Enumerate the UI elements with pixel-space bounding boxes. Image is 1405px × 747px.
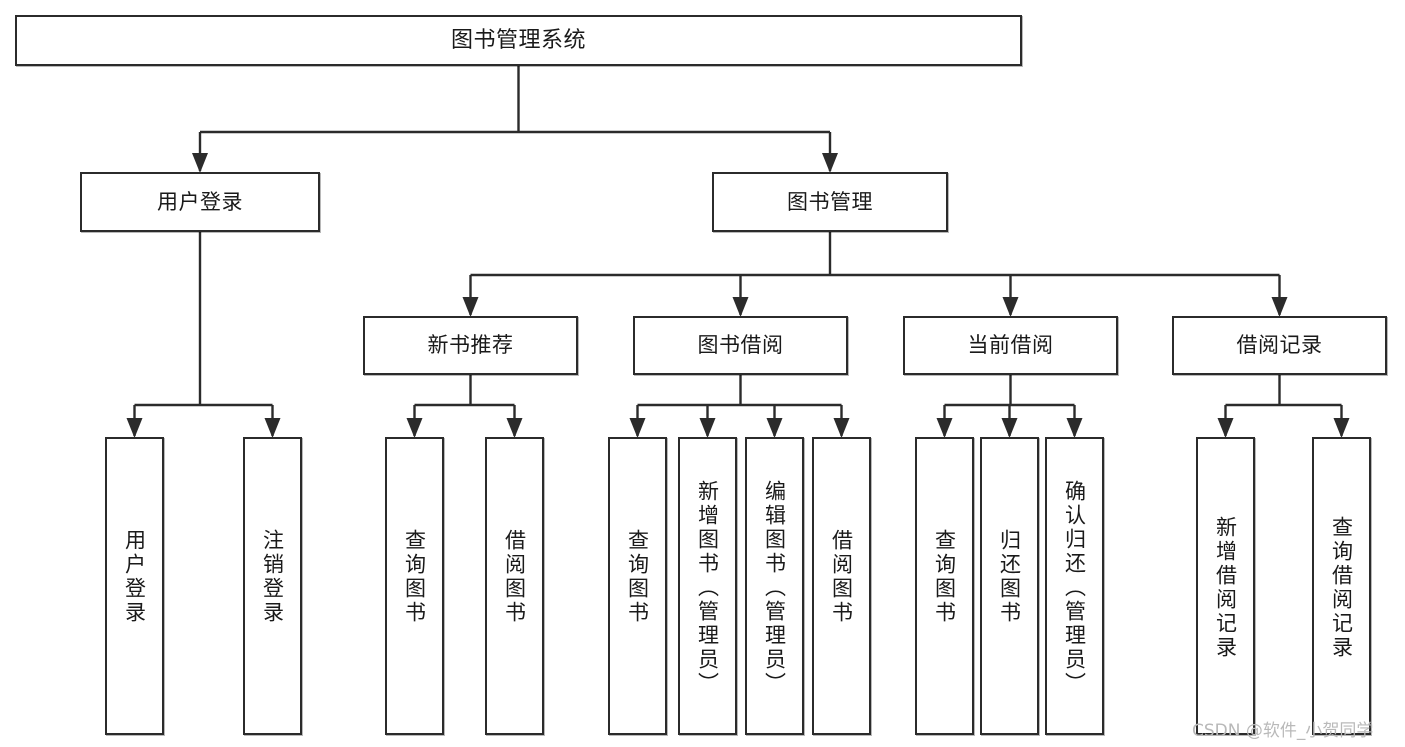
node-l-bo-query[interactable]: 查询图书	[608, 437, 667, 735]
node-label-l-bo-lend: 借阅图书	[829, 529, 854, 625]
node-label-l-cu-confirm: 确认归还（管理员）	[1062, 480, 1087, 696]
node-l-nb-borrow[interactable]: 借阅图书	[485, 437, 544, 735]
node-l-cu-return[interactable]: 归还图书	[980, 437, 1039, 735]
node-label-l-bo-add: 新增图书（管理员）	[695, 480, 720, 696]
node-label-borrow: 图书借阅	[697, 333, 784, 358]
node-label-newbook: 新书推荐	[427, 333, 514, 358]
node-label-records: 借阅记录	[1236, 333, 1323, 358]
node-current[interactable]: 当前借阅	[903, 316, 1118, 375]
node-label-l-nb-borrow: 借阅图书	[502, 529, 527, 625]
node-label-root: 图书管理系统	[450, 27, 586, 53]
node-l-logout[interactable]: 注销登录	[243, 437, 302, 735]
node-label-login: 用户登录	[157, 189, 243, 214]
node-l-login[interactable]: 用户登录	[105, 437, 164, 735]
node-l-nb-query[interactable]: 查询图书	[385, 437, 444, 735]
node-label-l-re-query: 查询借阅记录	[1329, 516, 1354, 660]
node-label-l-re-add: 新增借阅记录	[1213, 516, 1238, 660]
node-l-cu-query[interactable]: 查询图书	[915, 437, 974, 735]
node-l-re-add[interactable]: 新增借阅记录	[1196, 437, 1255, 735]
node-label-l-bo-query: 查询图书	[625, 529, 650, 625]
node-label-l-logout: 注销登录	[260, 529, 285, 625]
node-login[interactable]: 用户登录	[80, 172, 320, 232]
node-l-bo-lend[interactable]: 借阅图书	[812, 437, 871, 735]
node-label-l-cu-return: 归还图书	[997, 529, 1022, 625]
node-root[interactable]: 图书管理系统	[15, 15, 1022, 66]
csdn-watermark: CSDN @软件_小贺同学	[1192, 721, 1374, 741]
node-l-re-query[interactable]: 查询借阅记录	[1312, 437, 1371, 735]
node-label-l-bo-edit: 编辑图书（管理员）	[762, 480, 787, 696]
node-label-bookmgmt: 图书管理	[787, 189, 873, 214]
node-label-l-nb-query: 查询图书	[402, 529, 427, 625]
node-l-bo-add[interactable]: 新增图书（管理员）	[678, 437, 737, 735]
node-l-cu-confirm[interactable]: 确认归还（管理员）	[1045, 437, 1104, 735]
node-bookmgmt[interactable]: 图书管理	[712, 172, 948, 232]
node-newbook[interactable]: 新书推荐	[363, 316, 578, 375]
node-label-current: 当前借阅	[967, 333, 1054, 358]
node-l-bo-edit[interactable]: 编辑图书（管理员）	[745, 437, 804, 735]
node-label-l-login: 用户登录	[122, 529, 147, 625]
node-borrow[interactable]: 图书借阅	[633, 316, 848, 375]
node-label-l-cu-query: 查询图书	[932, 529, 957, 625]
node-records[interactable]: 借阅记录	[1172, 316, 1387, 375]
